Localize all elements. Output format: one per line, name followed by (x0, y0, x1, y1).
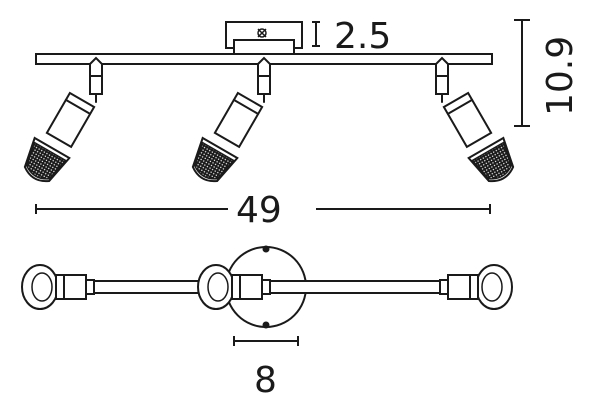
base-diameter-label: 8 (254, 360, 277, 401)
total-length-dimension: 49 (35, 190, 491, 231)
mount-height-dimension: 2.5 (312, 16, 391, 57)
mount-height-label: 2.5 (334, 16, 391, 57)
spotlight-3 (435, 57, 522, 190)
spotlight-2 (184, 57, 271, 190)
total-height-label: 10.9 (540, 36, 581, 116)
base-diameter-dimension: 8 (233, 336, 299, 401)
total-height-dimension: 10.9 (514, 19, 581, 127)
top-view (21, 245, 513, 329)
spotlight-1 (16, 57, 103, 190)
top-spot-1 (21, 264, 95, 310)
side-view (16, 21, 522, 190)
top-spot-3 (439, 264, 513, 310)
total-length-label: 49 (236, 190, 282, 231)
